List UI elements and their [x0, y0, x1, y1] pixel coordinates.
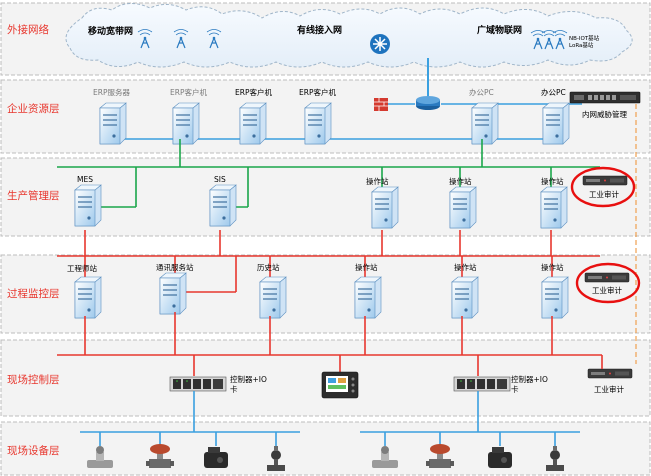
industrial-audit-device-icon: [584, 272, 630, 283]
control-bus: [57, 312, 602, 376]
controller-io-icon: [169, 376, 227, 392]
erp-client-label: ERP客户机: [170, 87, 207, 97]
operator-station-label: 操作站: [541, 176, 564, 186]
operator-station-label: 操作站: [454, 262, 477, 272]
erp-client-icon: [304, 102, 332, 145]
control-audit-label: 工业审计: [594, 384, 624, 394]
erp-client-label: ERP客户机: [299, 87, 336, 97]
operator-station-icon: [541, 276, 569, 319]
production-audit-highlight: [570, 166, 636, 208]
external-mobile-label: 移动宽带网: [88, 25, 133, 37]
industrial-audit-device-icon: [587, 368, 633, 379]
production-audit-label: 工业审计: [589, 189, 619, 199]
controller-label: 卡: [230, 384, 238, 394]
external-network-cloud: [65, 3, 633, 68]
controller-label: 控制器+IO: [511, 374, 548, 384]
engineer-station-icon: [74, 276, 102, 319]
mes-label: MES: [77, 175, 93, 184]
layer-label-external: 外接网络: [7, 23, 49, 36]
router-icon: [416, 96, 440, 110]
external-wired-label: 有线接入网: [297, 24, 342, 36]
threat-management-device-icon: [569, 91, 641, 104]
operator-station-label: 操作站: [449, 176, 472, 186]
controller-label: 控制器+IO: [230, 374, 267, 384]
field-bus-right: [360, 431, 580, 446]
sis-server-icon: [209, 184, 237, 227]
wired-hub-icon: [370, 34, 390, 54]
operator-station-label: 操作站: [355, 262, 378, 272]
operator-station-icon: [354, 276, 382, 319]
threat-management-label: 内网威胁管理: [582, 109, 627, 119]
hmi-panel-icon: [321, 371, 359, 399]
office-pc-icon: [471, 102, 499, 145]
industrial-audit-device-icon: [582, 175, 628, 186]
external-iot-label: 广域物联网: [477, 24, 522, 36]
layer-label-erp: 企业资源层: [7, 102, 60, 115]
comm-server-station-label: 通讯服务站: [156, 262, 194, 272]
office-pc-icon: [542, 102, 570, 145]
field-uplinks: [193, 391, 479, 432]
mes-server-icon: [74, 184, 102, 227]
controller-io-icon: [453, 376, 511, 392]
firewall-icon: [374, 98, 388, 111]
engineer-station-label: 工程师站: [67, 263, 97, 273]
office-pc-label: 办公PC: [469, 87, 494, 97]
erp-server-icon: [99, 102, 127, 145]
operator-station-label: 操作站: [541, 262, 564, 272]
layer-label-control: 现场控制层: [7, 373, 60, 386]
erp-client-label: ERP客户机: [235, 87, 272, 97]
sis-label: SIS: [214, 175, 226, 184]
layer-label-production: 生产管理层: [7, 189, 60, 202]
process-audit-label: 工业审计: [592, 285, 622, 295]
erp-client-icon: [239, 102, 267, 145]
process-bus: [57, 230, 600, 293]
controller-label: 卡: [511, 384, 519, 394]
operator-station-icon: [451, 276, 479, 319]
layer-label-process: 过程监控层: [7, 287, 60, 300]
process-audit-highlight: [575, 262, 641, 304]
history-station-label: 历史站: [257, 262, 280, 272]
erp-client-icon: [172, 102, 200, 145]
office-pc-label: 办公PC: [541, 87, 566, 97]
history-station-icon: [259, 276, 287, 319]
operator-station-icon: [540, 186, 568, 229]
field-bus-left: [80, 431, 300, 446]
operator-station-icon: [371, 186, 399, 229]
external-nbiot-note: NB-IOT基站: [569, 34, 600, 42]
layer-label-field: 现场设备层: [7, 444, 60, 457]
external-lora-note: LoRa基站: [569, 41, 594, 49]
erp-server-label: ERP服务器: [93, 87, 130, 97]
comm-server-station-icon: [159, 272, 187, 315]
operator-station-icon: [449, 186, 477, 229]
operator-station-label: 操作站: [366, 176, 389, 186]
